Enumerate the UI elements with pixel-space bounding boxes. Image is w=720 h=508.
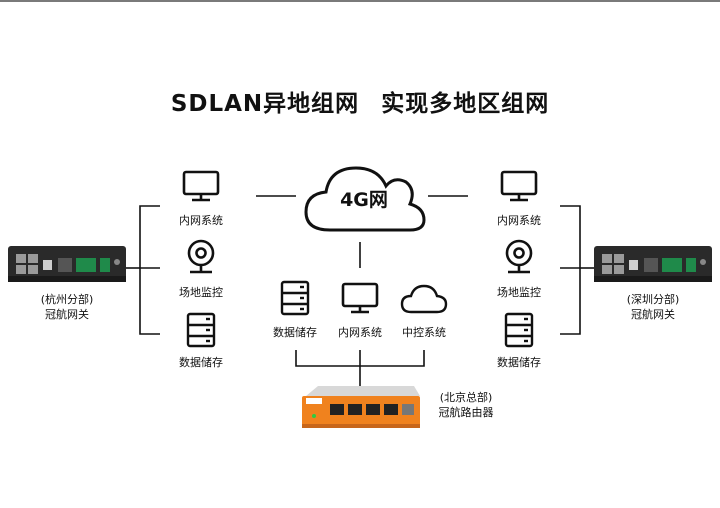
left-item-label-3: 数据储存 — [179, 356, 223, 369]
right-item-label-1: 内网系统 — [497, 214, 541, 227]
cloud-4g-icon — [304, 166, 426, 232]
title-part-1: SDLAN异地组网 — [170, 91, 360, 117]
right-monitor-icon — [500, 170, 538, 202]
connection-lines — [126, 195, 594, 386]
diagram-title: SDLAN异地组网实现多地区组网 — [0, 84, 720, 118]
right-item-label-2: 场地监控 — [497, 286, 541, 299]
right-item-label-3: 数据储存 — [497, 356, 541, 369]
left-camera-icon — [187, 239, 215, 274]
center-server-icon — [280, 280, 310, 316]
left-location: (杭州分部) — [40, 293, 94, 306]
right-server-icon — [504, 312, 534, 348]
left-item-label-2: 场地监控 — [179, 286, 223, 299]
center-item-label-2: 内网系统 — [338, 326, 382, 339]
right-location: (深圳分部) — [626, 293, 680, 306]
center-router-caption: (北京总部) 冠航路由器 — [428, 390, 504, 420]
right-camera-icon — [505, 239, 533, 274]
top-border — [0, 0, 720, 2]
left-item-label-1: 内网系统 — [179, 214, 223, 227]
right-device-name: 冠航网关 — [631, 308, 675, 321]
center-device-name: 冠航路由器 — [438, 406, 494, 419]
center-monitor-icon — [341, 282, 379, 314]
center-item-label-1: 数据储存 — [273, 326, 317, 339]
center-router-device — [302, 386, 420, 428]
center-location: (北京总部) — [439, 391, 493, 404]
right-gateway-caption: (深圳分部) 冠航网关 — [613, 292, 693, 322]
left-device-name: 冠航网关 — [45, 308, 89, 321]
center-cloud-icon — [400, 284, 448, 314]
left-gateway-caption: (杭州分部) 冠航网关 — [27, 292, 107, 322]
center-item-label-3: 中控系统 — [402, 326, 446, 339]
left-gateway-device — [8, 246, 126, 282]
right-gateway-device — [594, 246, 712, 282]
title-part-2: 实现多地区组网 — [381, 91, 550, 117]
left-server-icon — [186, 312, 216, 348]
cloud-label: 4G网 — [340, 189, 388, 211]
left-monitor-icon — [182, 170, 220, 202]
